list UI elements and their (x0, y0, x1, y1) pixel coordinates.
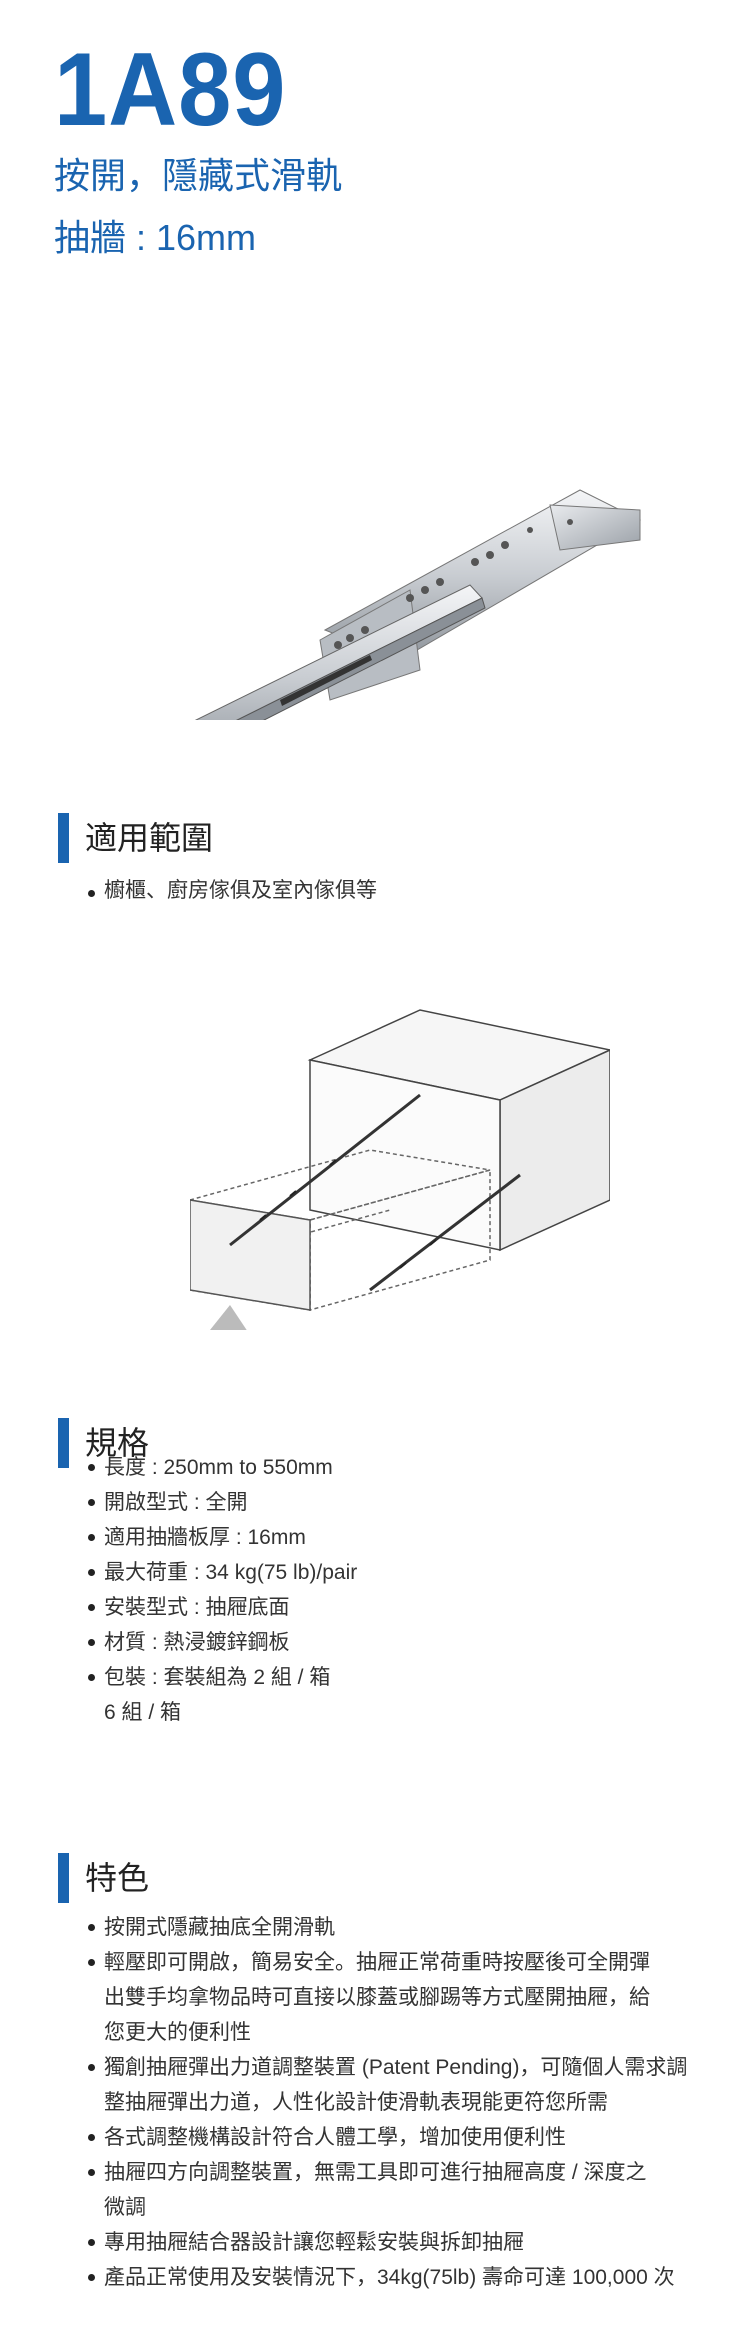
pack-extra: 6 組 / 箱 (104, 1701, 182, 1724)
spec-item: 開啟型式 : 全開 (88, 1485, 357, 1520)
section-title: 特色 (85, 1860, 150, 1896)
section-marker (58, 1418, 69, 1468)
slide-rail-product-image (194, 489, 642, 720)
installation-diagram (190, 1009, 610, 1330)
spec-item: 安裝型式 : 抽屜底面 (88, 1590, 357, 1625)
feature-line: 您更大的便利性 (104, 2021, 251, 2044)
list-item: 櫥櫃、廚房傢俱及室內傢俱等 (88, 876, 377, 906)
feature-item: 各式調整機構設計符合人體工學，增加使用便利性 (88, 2120, 687, 2155)
model-number: 1A89 (54, 32, 287, 148)
specifications-list: 長度 : 250mm to 550mm 開啟型式 : 全開 適用抽牆板厚 : 1… (88, 1450, 357, 1730)
spec-item: 包裝 : 套裝組為 2 組 / 箱 (88, 1660, 357, 1695)
section-marker (58, 813, 69, 863)
spec-item: 最大荷重 : 34 kg(75 lb)/pair (88, 1555, 357, 1590)
spec-item: 長度 : 250mm to 550mm (88, 1450, 357, 1485)
feature-line: 產品正常使用及安裝情況下，34kg(75lb) 壽命可達 100,000 次 (104, 2266, 675, 2289)
section-title: 適用範圍 (85, 820, 214, 856)
feature-item: 抽屜四方向調整裝置，無需工具即可進行抽屜高度 / 深度之微調 (88, 2155, 687, 2225)
title-block: 1A89 按開，隱藏式滑軌 抽牆 : 16mm (54, 32, 343, 258)
section-specifications: 規格 (58, 1418, 149, 1468)
product-subtitle: 按開，隱藏式滑軌 (54, 155, 343, 196)
feature-line: 專用抽屜結合器設計讓您輕鬆安裝與拆卸抽屜 (104, 2231, 524, 2254)
section-marker (58, 1853, 69, 1903)
feature-line: 各式調整機構設計符合人體工學，增加使用便利性 (104, 2126, 566, 2149)
feature-item: 按開式隱藏抽底全開滑軌 (88, 1910, 687, 1945)
feature-line: 獨創抽屜彈出力道調整裝置 (Patent Pending)，可隨個人需求調 (104, 2056, 688, 2079)
section-features: 特色 (58, 1853, 149, 1903)
feature-item: 獨創抽屜彈出力道調整裝置 (Patent Pending)，可隨個人需求調整抽屜… (88, 2050, 687, 2120)
applications-list: 櫥櫃、廚房傢俱及室內傢俱等 (88, 876, 377, 906)
feature-line: 按開式隱藏抽底全開滑軌 (104, 1916, 335, 1939)
drawer-wall-spec: 抽牆 : 16mm (54, 217, 257, 258)
feature-line: 抽屜四方向調整裝置，無需工具即可進行抽屜高度 / 深度之 (104, 2161, 647, 2184)
features-list: 按開式隱藏抽底全開滑軌輕壓即可開啟，簡易安全。抽屜正常荷重時按壓後可全開彈出雙手… (88, 1910, 687, 2295)
feature-item: 專用抽屜結合器設計讓您輕鬆安裝與拆卸抽屜 (88, 2225, 687, 2260)
feature-item: 輕壓即可開啟，簡易安全。抽屜正常荷重時按壓後可全開彈出雙手均拿物品時可直接以膝蓋… (88, 1945, 687, 2050)
feature-line: 微調 (104, 2196, 146, 2219)
feature-line: 輕壓即可開啟，簡易安全。抽屜正常荷重時按壓後可全開彈 (104, 1951, 650, 1974)
feature-line: 整抽屜彈出力道，人性化設計使滑軌表現能更符您所需 (104, 2091, 608, 2114)
spec-item: 材質 : 熱浸鍍鋅鋼板 (88, 1625, 357, 1660)
section-title: 規格 (85, 1425, 150, 1461)
spec-item: 適用抽牆板厚 : 16mm (88, 1520, 357, 1555)
feature-line: 出雙手均拿物品時可直接以膝蓋或腳踢等方式壓開抽屜，給 (104, 1986, 650, 2009)
feature-item: 產品正常使用及安裝情況下，34kg(75lb) 壽命可達 100,000 次 (88, 2260, 687, 2295)
section-applications: 適用範圍 (58, 813, 213, 863)
spec-item-continuation: 6 組 / 箱 (88, 1695, 357, 1730)
